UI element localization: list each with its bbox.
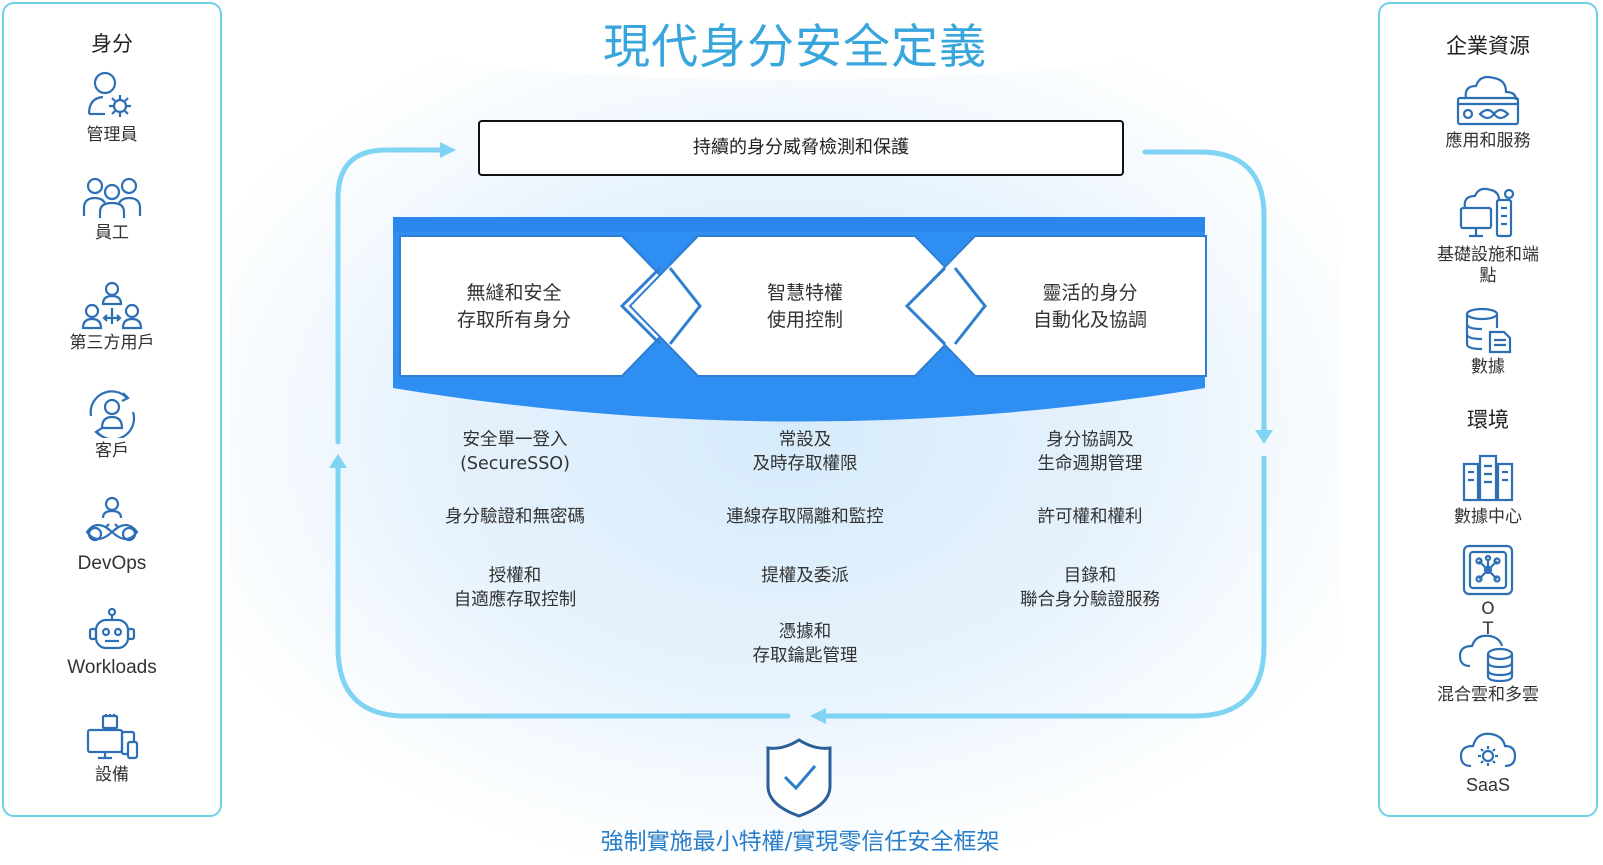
devices-icon [86, 714, 139, 760]
environment-title: 環境 [1467, 408, 1509, 432]
infrastructure-icon [1459, 187, 1515, 238]
devops-icon [85, 496, 139, 542]
customer-cycle-icon [89, 390, 136, 438]
capability-line: 無縫和安全 [466, 282, 562, 304]
capability-3-text: 靈活的身分 自動化及協調 [990, 280, 1190, 334]
env-label: 混合雲和多雲 [1437, 685, 1539, 705]
identity-label: 設備 [95, 765, 129, 785]
employees-icon [82, 177, 142, 218]
datacenter-icon [1462, 454, 1514, 502]
identity-label: 第三方用戶 [69, 333, 155, 353]
identity-item-third-party: 第三方用戶 [4, 280, 220, 354]
capability-box-2 [628, 235, 985, 377]
resource-label: 應用和服務 [1445, 131, 1531, 151]
connector-left [619, 266, 662, 346]
hybrid-cloud-icon [1458, 634, 1514, 682]
enterprise-resources-panel: 企業資源 應用和服務 基礎設施和端點 [1378, 2, 1598, 817]
feature-3-1: 身分協調及 生命週期管理 [1037, 430, 1143, 474]
capability-1-text: 無縫和安全 存取所有身分 [410, 280, 618, 334]
identity-label: Workloads [67, 657, 157, 678]
loop-arrowheads [329, 142, 1273, 724]
ot-network-icon [1462, 544, 1514, 596]
zero-trust-caption: 強制實施最小特權/實現零信任安全框架 [600, 829, 1000, 855]
feature-1-3: 授權和 自適應存取控制 [453, 566, 577, 610]
identities-title: 身分 [91, 32, 133, 56]
resource-item-apps: 應用和服務 [1380, 72, 1596, 152]
env-label: 數據中心 [1454, 507, 1522, 527]
env-label: SaaS [1465, 775, 1511, 795]
feature-2-2: 連線存取隔離和監控 [726, 507, 884, 527]
resource-label: 基礎設施和端點 [1437, 245, 1539, 286]
identity-item-admin: 管理員 [4, 70, 220, 146]
identities-panel: 身分 管理員 員工 [2, 2, 222, 817]
capability-line: 智慧特權 [766, 282, 843, 304]
identity-item-workloads: Workloads [4, 608, 220, 678]
feature-3-2: 許可權和權利 [1037, 507, 1143, 527]
env-item-saas: SaaS [1380, 726, 1596, 796]
resource-item-data: 數據 [1380, 306, 1596, 378]
capability-2-text: 智慧特權 使用控制 [705, 280, 905, 334]
admin-gear-icon [87, 71, 131, 117]
lifecycle-loop [335, 147, 1267, 719]
identity-label: 管理員 [86, 125, 138, 145]
capability-line: 靈活的身分 [1042, 282, 1138, 304]
threat-detection-box: 持續的身分威脅檢測和保護 [478, 120, 1124, 176]
resources-title: 企業資源 [1446, 34, 1530, 58]
saas-gear-icon [1459, 732, 1517, 768]
identity-item-devices: 設備 [4, 712, 220, 786]
feature-2-4: 憑據和 存取鑰匙管理 [752, 622, 858, 666]
identity-item-customer: 客戶 [4, 390, 220, 462]
feature-1-2: 身分驗證和無密碼 [445, 507, 585, 527]
robot-icon [88, 608, 136, 650]
env-item-ot: OT [1380, 544, 1596, 639]
shield-check-icon [766, 738, 832, 818]
resource-label: 數據 [1471, 357, 1505, 377]
third-party-users-icon [81, 281, 143, 330]
env-item-datacenter: 數據中心 [1380, 452, 1596, 528]
identity-label: 員工 [95, 223, 129, 243]
identity-item-employees: 員工 [4, 176, 220, 244]
identity-label: 客戶 [95, 441, 129, 461]
feature-1-1: 安全單一登入 (SecureSSO) [460, 430, 570, 474]
identity-item-devops: DevOps [4, 496, 220, 574]
env-label: OT [1481, 599, 1495, 639]
feature-2-3: 提權及委派 [761, 566, 849, 586]
capability-line: 使用控制 [766, 309, 843, 331]
database-icon [1465, 307, 1512, 354]
feature-2-1: 常設及 及時存取權限 [752, 430, 858, 474]
feature-3-3: 目錄和 聯合身分驗證服務 [1020, 566, 1160, 610]
connector-right [904, 266, 947, 346]
capability-line: 自動化及協調 [1032, 309, 1147, 331]
main-title: 現代身分安全定義 [603, 20, 987, 75]
env-item-hybrid-cloud: 混合雲和多雲 [1380, 626, 1596, 706]
cloud-apps-icon [1456, 75, 1520, 126]
capability-line: 存取所有身分 [456, 309, 571, 331]
identity-label: DevOps [77, 553, 147, 574]
resource-item-infrastructure: 基礎設施和端點 [1380, 186, 1596, 287]
